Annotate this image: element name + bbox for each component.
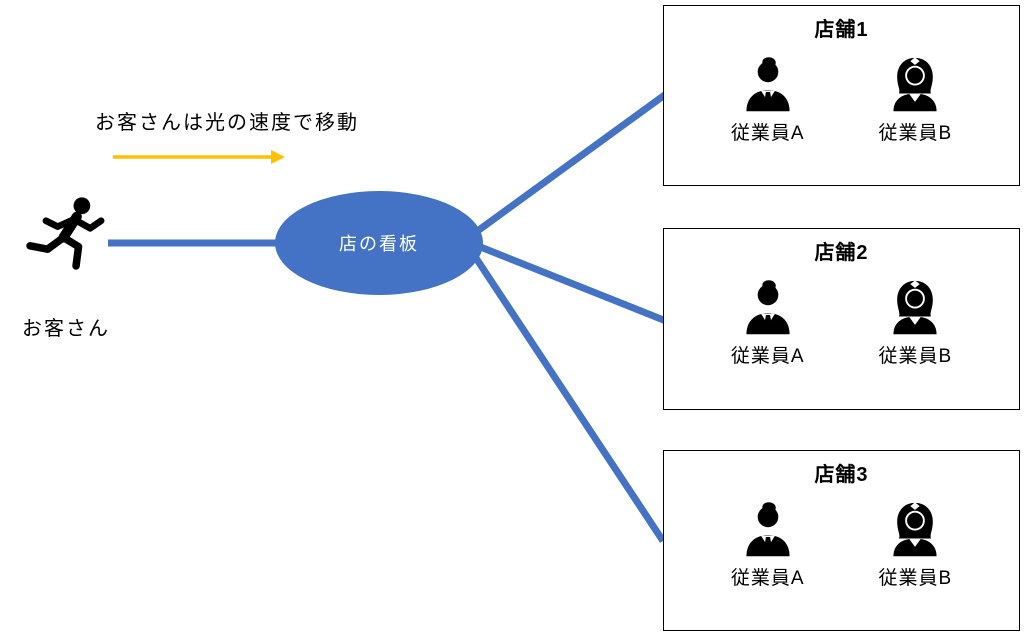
- connector-sign-to-store-3: [469, 250, 666, 543]
- connector-sign-to-store-2: [476, 242, 668, 325]
- female-employee-icon: [885, 278, 945, 338]
- store-sign-ellipse: 店の看板: [275, 191, 483, 295]
- store-box-2: 店舗2 従業員A 従業員B: [663, 228, 1020, 410]
- store-3-employees: 従業員A 従業員B: [731, 500, 952, 590]
- store-box-3: 店舗3 従業員A 従業員B: [663, 450, 1020, 631]
- employee-a: 従業員A: [731, 500, 805, 590]
- female-employee-icon: [885, 500, 945, 560]
- employee-a-label: 従業員A: [730, 346, 805, 367]
- employee-a-label: 従業員A: [730, 123, 805, 144]
- running-person-icon: [20, 190, 112, 285]
- store-box-1: 店舗1 従業員A 従業員B: [663, 5, 1020, 186]
- employee-b-label: 従業員B: [878, 346, 953, 367]
- store-3-title: 店舗3: [814, 464, 869, 486]
- employee-a: 従業員A: [731, 55, 805, 145]
- right-arrow-icon: [113, 150, 285, 164]
- store-sign-label: 店の看板: [339, 234, 419, 254]
- male-employee-icon: [738, 278, 798, 338]
- female-employee-icon: [885, 55, 945, 115]
- male-employee-icon: [738, 55, 798, 115]
- connector-sign-to-store-1: [469, 91, 669, 238]
- store-2-employees: 従業員A 従業員B: [731, 278, 952, 368]
- employee-b-label: 従業員B: [878, 568, 953, 589]
- male-employee-icon: [738, 500, 798, 560]
- employee-a: 従業員A: [731, 278, 805, 368]
- employee-b: 従業員B: [879, 55, 953, 145]
- employee-a-label: 従業員A: [730, 568, 805, 589]
- speed-annotation-label: お客さんは光の速度で移動: [95, 112, 359, 134]
- store-1-title: 店舗1: [814, 19, 869, 41]
- employee-b: 従業員B: [879, 278, 953, 368]
- employee-b: 従業員B: [879, 500, 953, 590]
- store-1-employees: 従業員A 従業員B: [731, 55, 952, 145]
- store-2-title: 店舗2: [814, 242, 869, 264]
- customer-label: お客さん: [22, 318, 110, 340]
- employee-b-label: 従業員B: [878, 123, 953, 144]
